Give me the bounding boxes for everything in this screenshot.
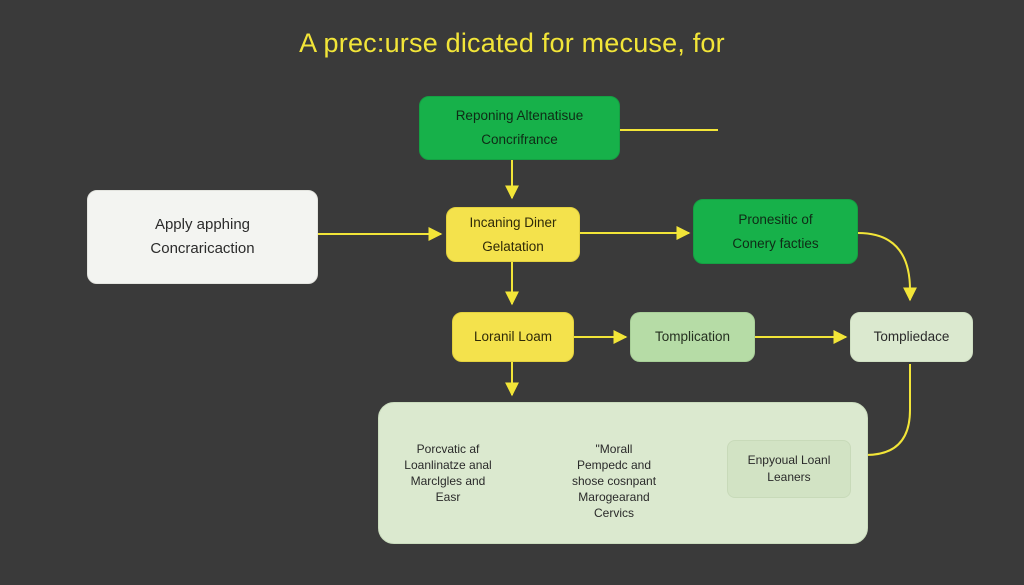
connector-panel-to-templiedace <box>865 364 911 456</box>
node-right-green-label: Pronesitic of Conery facties <box>732 211 819 251</box>
node-center: Incaning Diner Gelatation <box>446 207 580 262</box>
node-templication-label: Tomplication <box>654 329 731 344</box>
node-templiedace-label: Tompliedace <box>873 329 950 344</box>
node-top: Reponing Altenatisue Concrifrance <box>419 96 620 160</box>
node-templication: Tomplication <box>630 312 755 362</box>
node-loan: Loranil Loam <box>452 312 574 362</box>
node-loan-label: Loranil Loam <box>473 329 553 344</box>
panel-item-2: "Morall Pempedc and shose cosnpant Marog… <box>571 442 657 520</box>
node-center-label: Incaning Diner Gelatation <box>469 214 557 254</box>
connector-green-to-templiedace <box>857 232 917 302</box>
process-panel: Porcvatic af Loanlinatze anal Marclgles … <box>378 402 868 544</box>
node-left: Apply apphing Concraricaction <box>87 190 318 284</box>
node-templiedace: Tompliedace <box>850 312 973 362</box>
panel-item-3: Enpyoual Loanl Leaners <box>727 440 851 498</box>
panel-item-1: Porcvatic af Loanlinatze anal Marclgles … <box>404 442 492 504</box>
node-top-label: Reponing Altenatisue Concrifrance <box>455 108 584 147</box>
node-right-green: Pronesitic of Conery facties <box>693 199 858 264</box>
diagram-title: A prec:urse dicated for mecuse, for <box>299 28 725 58</box>
node-left-label: Apply apphing Concraricaction <box>150 216 255 257</box>
